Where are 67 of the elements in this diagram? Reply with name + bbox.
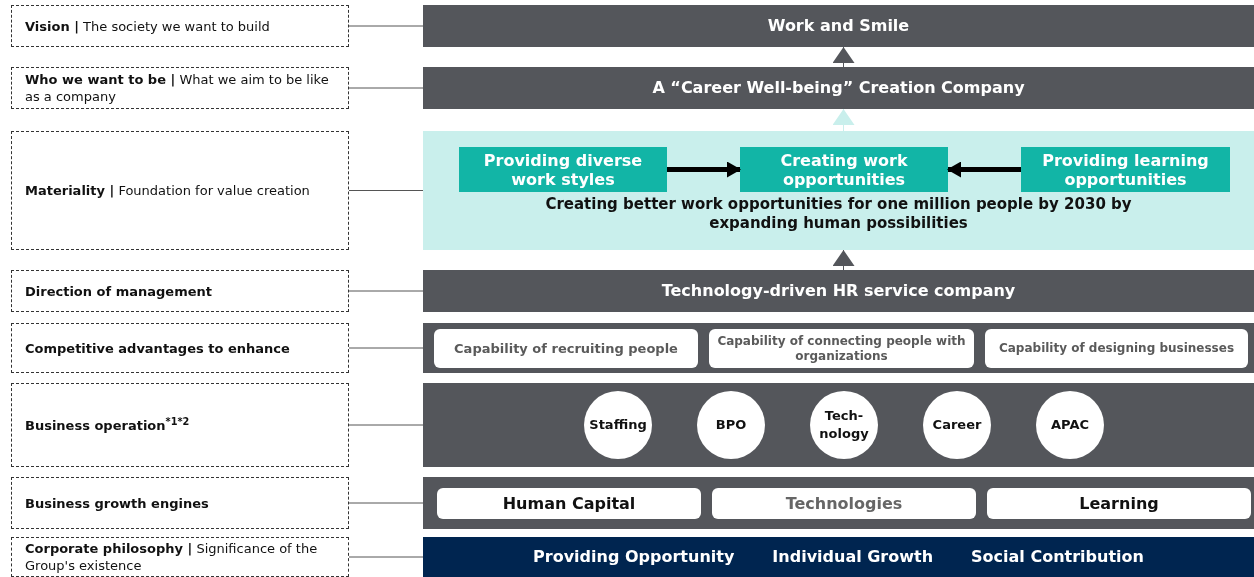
box-label: BPO <box>714 416 748 434</box>
connector-line <box>348 424 424 426</box>
label-box <box>740 147 948 192</box>
chevron-arrow <box>832 46 855 68</box>
box-label: Business operation$^{*1*2}$ <box>25 416 190 434</box>
arrow <box>947 161 1021 178</box>
band <box>423 67 1254 109</box>
box-label: A “Career Well-being” Creation Company <box>652 77 1025 99</box>
box-label: Providing learning opportunities <box>1041 150 1210 189</box>
band <box>423 270 1254 312</box>
dashed-box <box>11 270 349 312</box>
box-label: Technologies <box>785 496 903 511</box>
rounded-box <box>437 488 701 519</box>
rounded-box <box>709 329 974 368</box>
dashed-box <box>11 537 349 577</box>
box-label: Work and Smile <box>767 15 910 37</box>
box-label: Learning <box>1079 496 1159 511</box>
rounded-box <box>434 329 698 368</box>
band <box>423 537 1254 577</box>
dashed-box <box>11 5 349 47</box>
band <box>423 477 1254 529</box>
label-box <box>1021 147 1230 192</box>
box-label: Competitive advantages to enhance <box>25 339 290 357</box>
connector-line <box>348 502 424 504</box>
label-box <box>459 147 667 192</box>
dashed-box <box>11 67 349 109</box>
box-label: Corporate philosophy | Significance of the Group's existence <box>25 540 319 574</box>
box-label: Staffing <box>588 416 648 434</box>
box-label: Individual Growth <box>772 546 934 568</box>
connector-line <box>348 556 424 558</box>
box-label: Capability of designing businesses <box>998 341 1235 356</box>
chevron-arrow <box>832 108 855 132</box>
box-label: Social Contribution <box>971 546 1144 568</box>
box-label: Business growth engines <box>25 494 209 512</box>
connector-line <box>348 347 424 349</box>
rounded-box <box>712 488 976 519</box>
box-label: Materiality | Foundation for value creation <box>25 182 310 199</box>
box-label: Providing Opportunity <box>533 546 735 568</box>
rounded-box <box>987 488 1251 519</box>
dashed-box <box>11 323 349 373</box>
panel <box>423 131 1254 250</box>
connector-line <box>348 190 424 191</box>
box-label: Capability of recruiting people <box>454 341 678 356</box>
box-label: Tech-nology <box>818 407 870 443</box>
box-label: Capability of connecting people with organizations <box>716 333 967 364</box>
dashed-box <box>11 477 349 529</box>
box-label: Technology-driven HR service company <box>661 280 1016 302</box>
chevron-arrow <box>832 249 855 271</box>
connector-line <box>348 25 424 27</box>
box-label: Creating work opportunities <box>779 150 909 189</box>
box-label: Direction of management <box>25 282 212 300</box>
box-label: Creating better work opportunities for one million people by 2030 by expanding human possibilities <box>544 195 1133 233</box>
dashed-box <box>11 131 349 250</box>
rounded-box <box>985 329 1248 368</box>
box-label: Career <box>931 416 983 434</box>
box-label: Human Capital <box>502 496 636 511</box>
arrow <box>667 161 741 178</box>
band <box>423 383 1254 467</box>
box-label: Who we want to be | What we aim to be like as a company <box>25 71 330 105</box>
dashed-box <box>11 383 349 467</box>
box-label: APAC <box>1050 416 1090 434</box>
band <box>423 5 1254 47</box>
box-label: Vision | The society we want to build <box>25 17 270 35</box>
band <box>423 323 1254 373</box>
connector-line <box>348 87 424 89</box>
box-label: Providing diverse work styles <box>482 150 644 189</box>
connector-line <box>348 290 424 292</box>
